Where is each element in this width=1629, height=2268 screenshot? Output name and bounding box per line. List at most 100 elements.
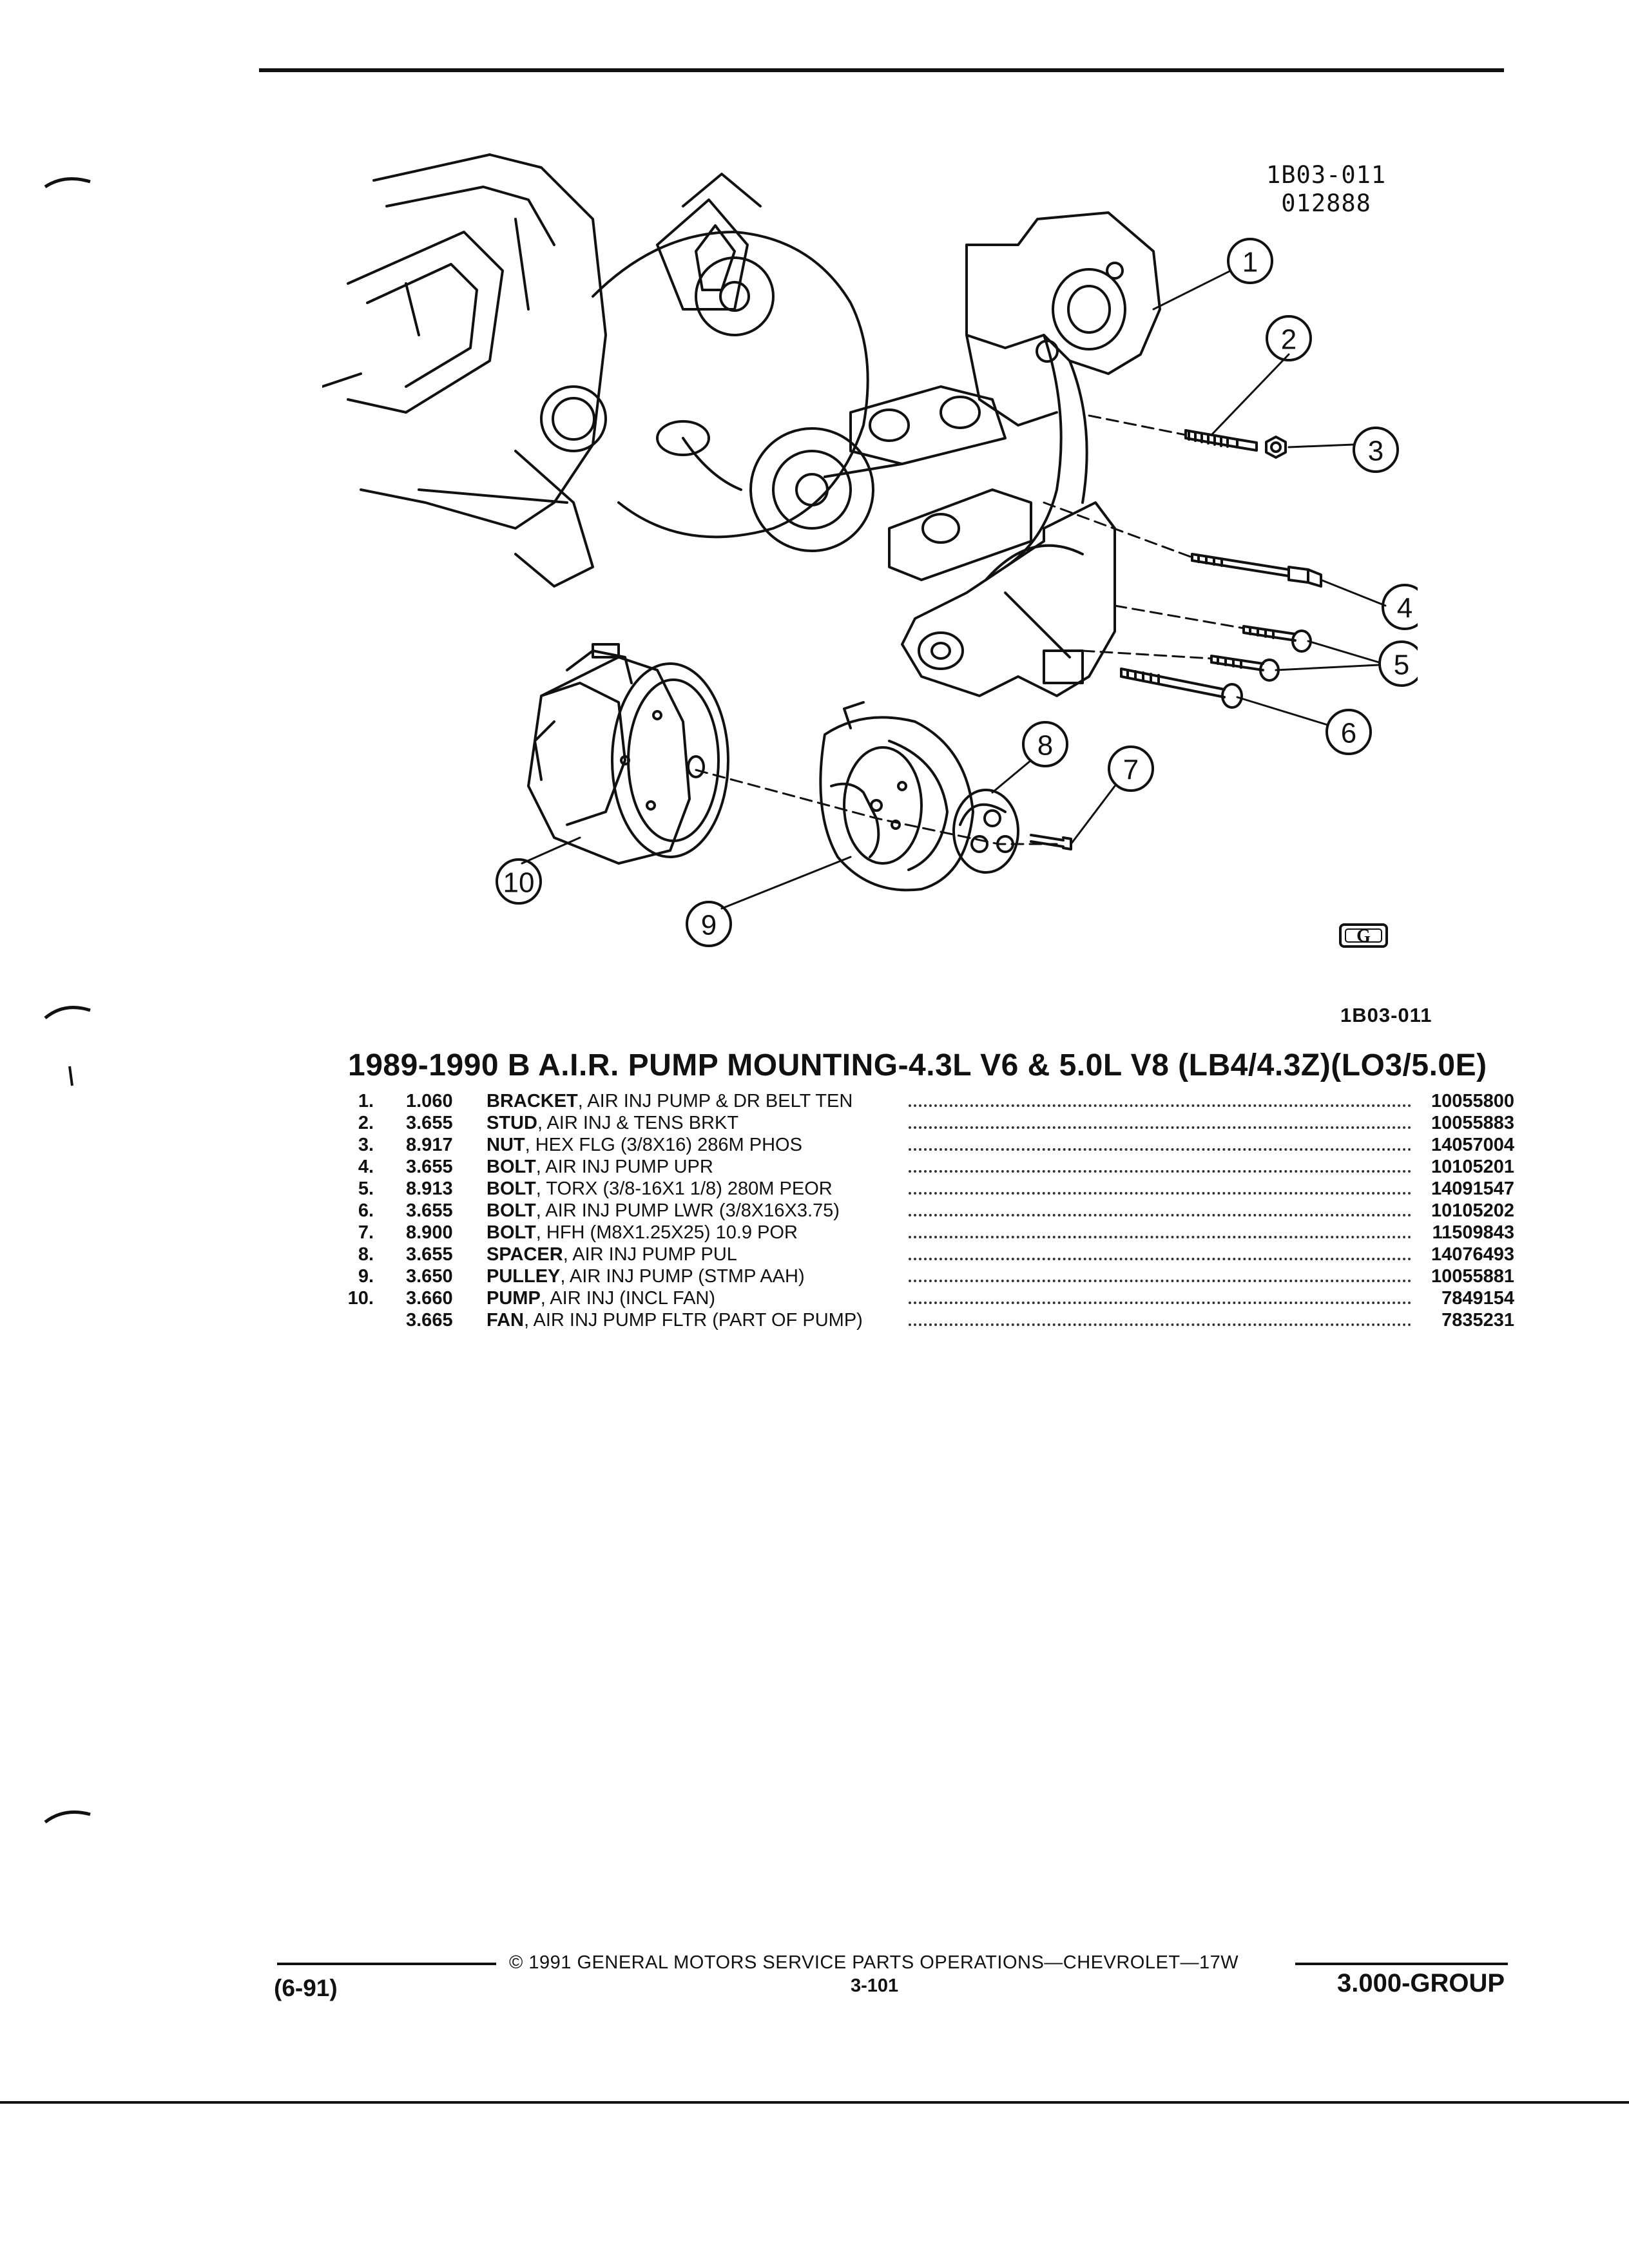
part-index: 2. [358,1113,374,1133]
footer-group: 3.000-GROUP [1337,1969,1505,1997]
footer-rule-left [277,1963,496,1965]
part-number: 11509843 [1432,1222,1514,1243]
part-number: 14091547 [1431,1178,1514,1199]
spacer-drawing [952,789,1072,874]
figure-id: 1B03-011 [1340,1004,1432,1026]
part-description: , AIR INJ PUMP FLTR (PART OF PUMP) [524,1310,863,1331]
figure-code-line1: 1B03-011 [1266,161,1387,189]
part-name: STUD, AIR INJ & TENS BRKT [487,1112,738,1134]
alignment-lines [695,414,1245,845]
callout-label: 5 [1394,649,1409,681]
callout-label: 3 [1368,436,1383,467]
callout-label: 9 [701,910,717,941]
part-number: 10055800 [1431,1091,1514,1111]
part-index: 5. [358,1178,374,1199]
part-index: 7. [358,1222,374,1243]
part-name: SPACER, AIR INJ PUMP PUL [487,1244,737,1265]
part-description: , AIR INJ (INCL FAN) [540,1288,716,1309]
bottom-rule [0,2101,1629,2104]
callout-1 [1227,238,1273,284]
part-number: 7835231 [1441,1310,1514,1331]
part-group-code: 3.655 [406,1157,453,1177]
part-number: 14057004 [1431,1135,1514,1155]
callout-5 [1378,640,1418,687]
callout-6 [1325,709,1372,755]
part-group-code: 8.913 [406,1178,453,1199]
callout-labels: 1 2 3 4 5 6 7 8 9 10 [503,247,1413,941]
callout-label: 2 [1281,324,1296,356]
part-name-text: BOLT [487,1157,536,1177]
callout-4 [1382,584,1418,630]
part-description: , AIR INJ PUMP UPR [535,1157,713,1177]
footer-rule-right [1295,1963,1508,1965]
part-group-code: 3.660 [406,1288,453,1309]
part-group-code: 3.655 [406,1200,453,1221]
leader-dots [335,1309,1411,1331]
part-index: 4. [358,1157,374,1177]
part-description: , HFH (M8X1.25X25) 10.9 POR [535,1222,798,1243]
part-group-code: 8.900 [406,1222,453,1243]
margin-marks [44,177,91,1824]
part-name-text: BOLT [487,1222,536,1243]
part-index: 9. [358,1266,374,1287]
part-index: 1. [358,1091,374,1111]
section-title: 1989-1990 B A.I.R. PUMP MOUNTING-4.3L V6… [348,1048,1487,1082]
part-name-text: STUD [487,1113,537,1133]
part-description: , AIR INJ & TENS BRKT [537,1113,739,1133]
leader-dots [335,1134,1411,1156]
part-description: , TORX (3/8-16X1 1/8) 280M PEOR [535,1178,833,1199]
part-name: NUT, HEX FLG (3/8X16) 286M PHOS [487,1134,802,1156]
part-row: 4. 3.655 BOLT, AIR INJ PUMP UPR 10105201 [335,1156,1514,1178]
part-name-text: FAN [487,1310,524,1331]
exploded-view-illustration: 1 2 3 4 5 6 7 8 9 10 G [322,153,1418,948]
top-rule [259,68,1504,72]
footer-page-number: 3-101 [851,1975,899,1996]
footer-copyright: © 1991 GENERAL MOTORS SERVICE PARTS OPER… [509,1952,1239,1973]
part-number: 10105202 [1431,1200,1514,1221]
part-name-text: PULLEY [487,1266,561,1287]
leader-dots [335,1090,1411,1112]
part-name-text: NUT [487,1135,525,1155]
part-number: 10055883 [1431,1113,1514,1133]
part-name-text: PUMP [487,1288,541,1309]
part-number: 10105201 [1431,1157,1514,1177]
callout-label: 10 [503,867,535,899]
callout-7 [1108,745,1154,792]
part-name: BOLT, TORX (3/8-16X1 1/8) 280M PEOR [487,1178,833,1200]
stud-drawing [1184,429,1287,459]
part-name-text: BOLT [487,1200,536,1221]
footer-date: (6-91) [274,1975,338,2001]
part-row: 3.665 FAN, AIR INJ PUMP FLTR (PART OF PUM… [335,1309,1514,1331]
callout-label: 4 [1397,593,1412,624]
part-index: 6. [358,1200,374,1221]
callout-label: 1 [1242,247,1258,278]
part-name: FAN, AIR INJ PUMP FLTR (PART OF PUMP) [487,1309,863,1331]
callout-10 [496,858,542,905]
part-index: 10. [347,1288,374,1309]
part-description: , HEX FLG (3/8X16) 286M PHOS [525,1135,802,1155]
figure-code: 1B03-011 012888 [1266,161,1386,218]
figure-code-line2: 012888 [1281,189,1371,217]
part-number: 7849154 [1441,1288,1514,1309]
part-name: PULLEY, AIR INJ PUMP (STMP AAH) [487,1265,805,1287]
part-description: , AIR INJ PUMP PUL [563,1244,737,1265]
bolts-drawing [1120,553,1322,709]
part-group-code: 1.060 [406,1091,453,1111]
part-row: 7. 8.900 BOLT, HFH (M8X1.25X25) 10.9 POR 11… [335,1222,1514,1244]
part-index: 8. [358,1244,374,1265]
part-description: , AIR INJ PUMP (STMP AAH) [560,1266,805,1287]
leader-dots [335,1287,1411,1309]
leader-dots [335,1222,1411,1244]
callout-label: 8 [1037,730,1053,762]
callout-label: 7 [1123,754,1139,786]
part-name: BOLT, AIR INJ PUMP LWR (3/8X16X3.75) [487,1200,840,1222]
part-group-code: 3.650 [406,1266,453,1287]
part-description: , AIR INJ PUMP LWR (3/8X16X3.75) [535,1200,840,1221]
part-group-code: 3.665 [406,1310,453,1331]
part-description: , AIR INJ PUMP & DR BELT TEN [577,1091,853,1111]
lower-bracket-drawing [901,501,1116,697]
